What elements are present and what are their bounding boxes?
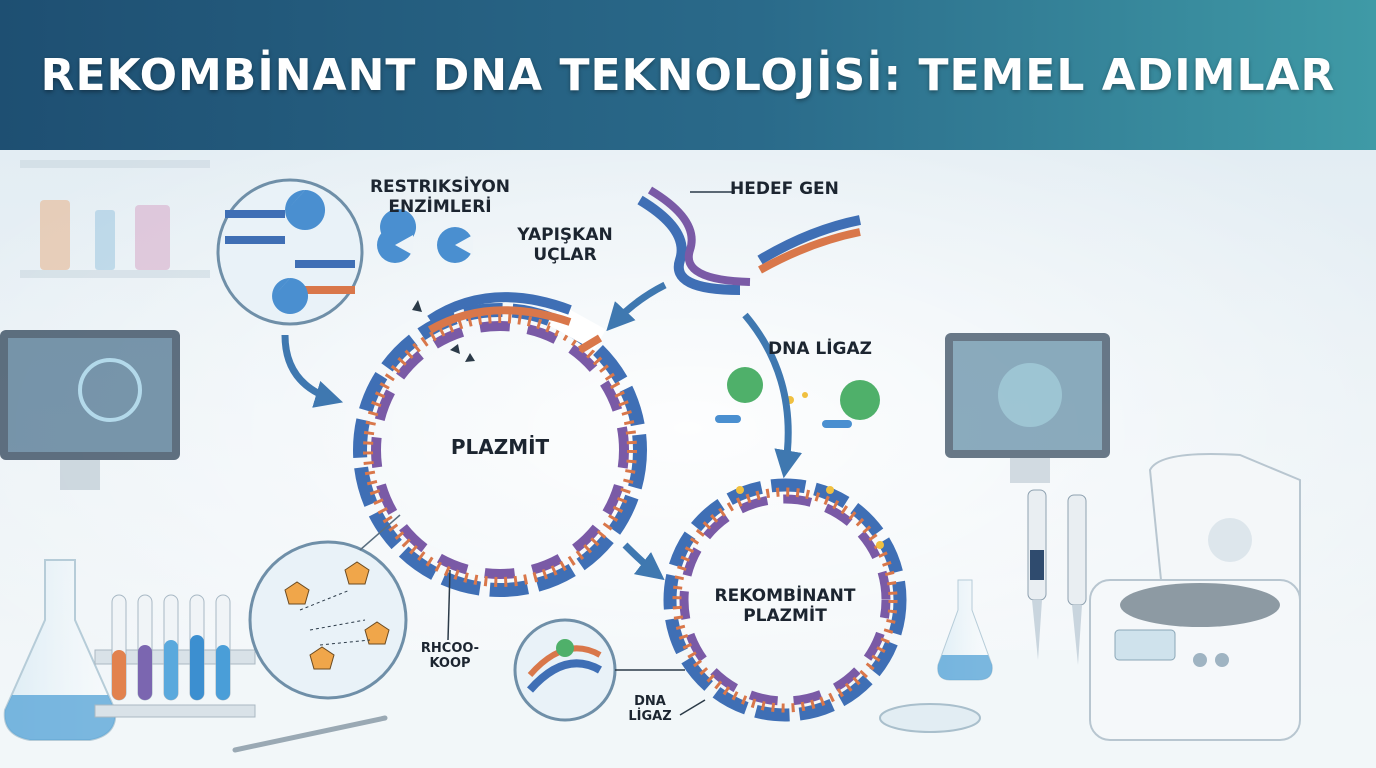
chemistry-inset [248, 514, 408, 700]
small-flask [937, 579, 993, 681]
dna-ligase-enzymes [715, 367, 880, 428]
process-arrows [281, 281, 803, 581]
sticky-ends [427, 292, 603, 354]
plasmid-label: PLAZMİT [450, 435, 550, 459]
restriction-enzymes-label: RESTRIKSİYON ENZİMLERİ [369, 177, 511, 217]
arrow-plasmid-to-recombinant [622, 542, 665, 581]
centrifuge [1089, 453, 1301, 741]
tweezers [232, 715, 388, 753]
chemistry-label: RHCOO- KOOP [420, 641, 480, 671]
arrow-gene-to-recombinant [742, 312, 803, 479]
arrow-gene-to-plasmid [606, 281, 667, 332]
restriction-enzymes [377, 209, 473, 263]
lab-monitor-left [0, 330, 180, 490]
lab-shelf-left [20, 160, 210, 278]
target-gene [637, 186, 861, 295]
title-banner: REKOMBİNANT DNA TEKNOLOJİSİ: TEMEL ADIML… [0, 0, 1376, 150]
recombinant-plasmid-ring [663, 478, 907, 722]
sticky-ends-label: YAPIŞKAN UÇLAR [517, 225, 613, 265]
ligase-inset [513, 618, 685, 722]
lab-monitor-right [945, 333, 1110, 483]
dna-ligase-small-label: DNA LİGAZ [628, 694, 672, 724]
dna-ligase-label: DNA LİGAZ [767, 339, 872, 359]
target-gene-label: HEDEF GEN [730, 179, 839, 199]
arrow-enzymes-to-plasmid [281, 334, 344, 408]
pipettes [1027, 489, 1087, 665]
recombinant-plasmid-label: REKOMBİNANT PLAZMİT [714, 586, 856, 626]
flask [3, 559, 117, 741]
petri-dish [879, 703, 981, 733]
restriction-inset [216, 178, 364, 326]
diagram-scene: RESTRIKSİYON ENZİMLERİ YAPIŞKAN UÇLAR HE… [0, 150, 1376, 768]
cut-fragments [412, 300, 475, 362]
page-title: REKOMBİNANT DNA TEKNOLOJİSİ: TEMEL ADIML… [40, 49, 1336, 101]
test-tube-rack [94, 594, 256, 718]
diagram-canvas [0, 150, 1376, 768]
